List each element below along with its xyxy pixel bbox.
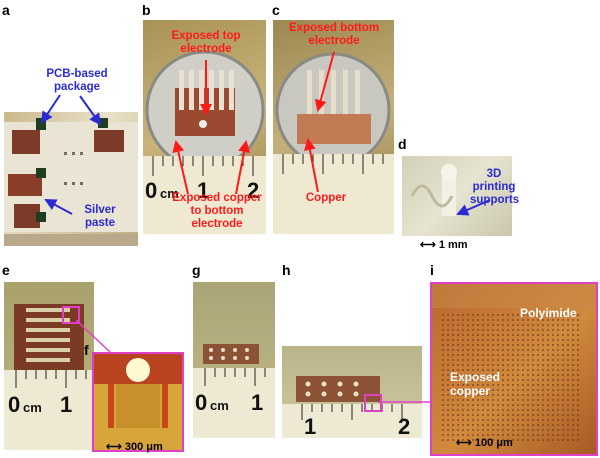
- scalebar-i-text: 100 μm: [474, 437, 513, 449]
- photo-panel-a: [4, 112, 138, 246]
- photo-panel-h: 1 2: [282, 346, 422, 438]
- annotation-3d-supports: 3D printing supports: [470, 168, 520, 206]
- panel-label-a: a: [2, 2, 10, 18]
- copper-grid-drawing: [432, 284, 596, 444]
- trace-zoom-drawing: [94, 354, 182, 428]
- ruler-e-1: 1: [60, 392, 73, 417]
- panel-label-b: b: [142, 2, 151, 18]
- photo-panel-d: [402, 156, 512, 236]
- scalebar-f: ⟷ 300 μm: [106, 441, 163, 453]
- device-drawing-e: [4, 304, 94, 450]
- annotation-pcb-package: PCB-based package: [46, 68, 108, 93]
- panel-label-d: d: [398, 136, 407, 152]
- ruler-g-cm: cm: [210, 398, 229, 413]
- photo-panel-g: 0 cm 1: [193, 282, 275, 438]
- panel-label-e: e: [2, 262, 10, 278]
- ruler-e-0: 0: [8, 392, 21, 417]
- annotation-exposed-bottom-electrode: Exposed bottom electrode: [288, 22, 380, 47]
- ruler-h-2: 2: [398, 414, 411, 438]
- photo-panel-f: [92, 352, 184, 452]
- ruler-b-1: 1: [197, 178, 210, 203]
- panel-label-i: i: [430, 262, 434, 278]
- annotation-copper: Copper: [305, 192, 347, 204]
- annotation-exposed-top-electrode: Exposed top electrode: [171, 30, 241, 55]
- device-drawing-g: [193, 344, 275, 438]
- annotation-exposed-copper: Exposed copper: [450, 370, 501, 398]
- breadboard-drawing: [4, 118, 138, 246]
- scalebar-d: ⟷ 1 mm: [420, 239, 468, 251]
- annotation-polyimide: Polyimide: [520, 306, 577, 320]
- printed-supports-drawing: [410, 164, 457, 216]
- zoom-box-e: [62, 306, 80, 324]
- zoom-box-h: [364, 394, 382, 412]
- ruler-h-1: 1: [304, 414, 317, 438]
- ruler-b-0: 0: [145, 178, 158, 203]
- panel-label-g: g: [192, 262, 201, 278]
- panel-label-h: h: [282, 262, 291, 278]
- ruler-b-cm: cm: [160, 186, 179, 201]
- photo-panel-e: 0 cm 1: [4, 282, 94, 450]
- ruler-g-0: 0: [195, 390, 208, 415]
- device-drawing-h: [282, 376, 422, 438]
- panel-label-c: c: [272, 2, 280, 18]
- annotation-silver-paste: Silver paste: [84, 204, 116, 229]
- scalebar-i: ⟷ 100 μm: [456, 437, 513, 449]
- panel-label-f: f: [84, 342, 89, 358]
- ruler-g-1: 1: [251, 390, 264, 415]
- photo-panel-i: [430, 282, 598, 456]
- ruler-e-cm: cm: [23, 400, 42, 415]
- scalebar-f-text: 300 μm: [124, 441, 163, 453]
- scalebar-d-text: 1 mm: [438, 239, 468, 251]
- annotation-exposed-copper-bottom: Exposed copper to bottom electrode: [172, 192, 262, 230]
- ruler-b-2: 2: [247, 178, 260, 203]
- photo-panel-b: 0 cm 1 2: [143, 20, 266, 234]
